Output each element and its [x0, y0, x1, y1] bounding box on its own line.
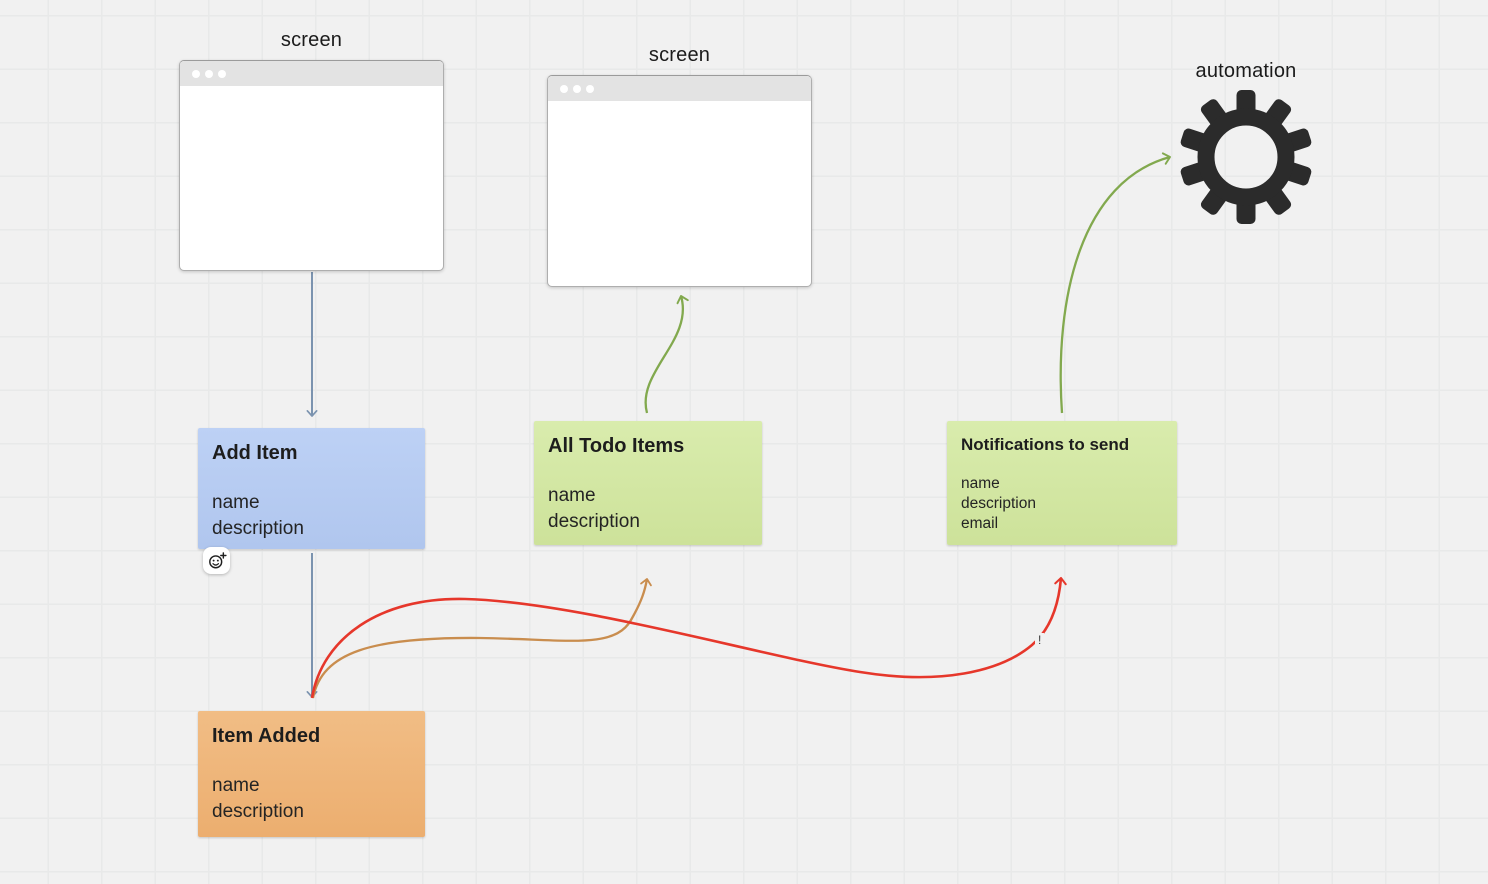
- card-title: Notifications to send: [961, 435, 1130, 454]
- connector-item-added-to-notifications[interactable]: [310, 576, 1067, 699]
- card-field: email: [961, 515, 999, 532]
- card-field: description: [961, 495, 1036, 512]
- screen2-window[interactable]: [547, 75, 812, 287]
- card-field: name: [548, 485, 596, 506]
- card-notifications-to-send[interactable]: Notifications to send name description e…: [947, 421, 1177, 545]
- connector-item-added-to-all-todo[interactable]: [311, 578, 652, 699]
- window-titlebar: [180, 61, 443, 86]
- window-titlebar: [548, 76, 811, 101]
- card-title: Add Item: [212, 442, 298, 464]
- automation-label: automation: [1195, 60, 1297, 82]
- screen2-label: screen: [648, 44, 711, 66]
- card-item-added[interactable]: Item Added name description: [198, 711, 425, 837]
- card-title: Item Added: [212, 725, 321, 747]
- card-field: name: [212, 492, 260, 513]
- card-field: name: [961, 475, 1000, 492]
- window-dot: [218, 69, 226, 78]
- screen1-label: screen: [280, 29, 343, 51]
- screen1-window[interactable]: [179, 60, 444, 271]
- window-dot: [586, 84, 594, 93]
- window-dot: [192, 69, 200, 78]
- window-dot: [205, 69, 213, 78]
- automation-shape[interactable]: [1176, 87, 1316, 232]
- card-all-todo-items[interactable]: All Todo Items name description: [534, 421, 762, 545]
- card-field: name: [212, 775, 260, 796]
- card-field: description: [212, 801, 304, 822]
- card-field: description: [548, 511, 640, 532]
- connector-all-todo-to-screen2[interactable]: [644, 295, 689, 414]
- card-title: All Todo Items: [548, 435, 685, 457]
- connector-notifications-to-automation[interactable]: [1059, 152, 1171, 414]
- card-add-item[interactable]: Add Item name description: [198, 428, 425, 549]
- connector-warning-label[interactable]: !: [1035, 633, 1045, 647]
- emoji-plus-icon: [208, 551, 227, 568]
- add-reaction-button[interactable]: [203, 547, 230, 574]
- window-dot: [573, 84, 581, 93]
- card-field: description: [212, 518, 304, 539]
- gear-icon: [1180, 90, 1312, 224]
- window-dot: [560, 84, 568, 93]
